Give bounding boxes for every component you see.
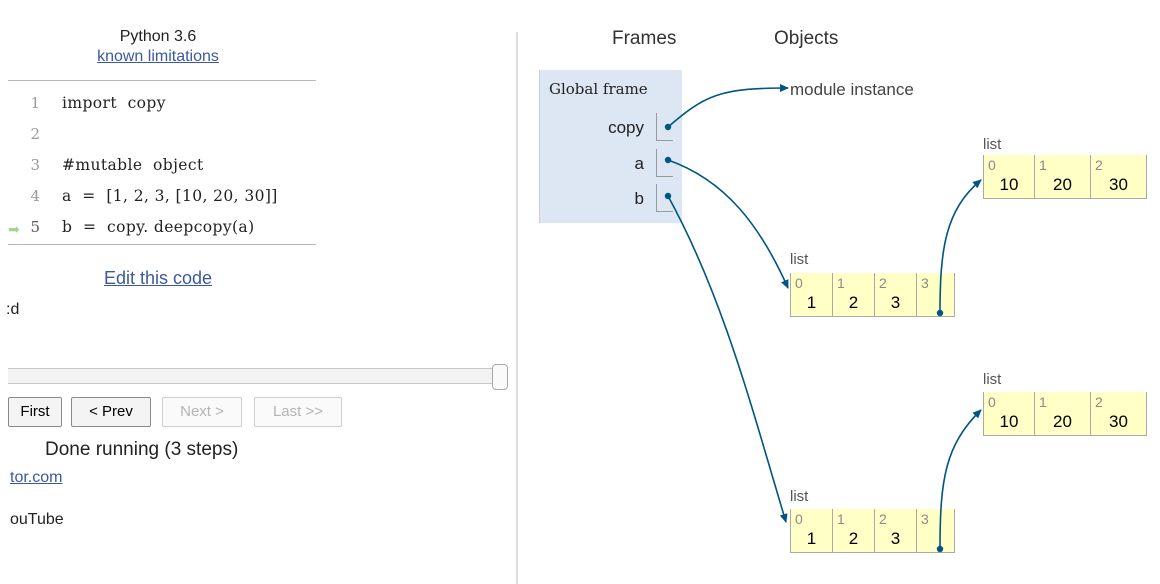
- youtube-text: ouTube: [10, 511, 64, 528]
- list-index: 3: [921, 275, 929, 291]
- var-pointer-box: [656, 149, 673, 177]
- var-name-copy: copy: [608, 118, 644, 137]
- list-index: 0: [988, 394, 996, 410]
- step-slider-track[interactable]: [8, 368, 504, 384]
- list-cell: 3: [917, 273, 955, 317]
- line-number: 4: [30, 187, 40, 205]
- first-button[interactable]: First: [8, 397, 62, 427]
- line-number: 3: [30, 156, 40, 174]
- code-text: import copy: [62, 94, 166, 112]
- list-label: list: [983, 136, 1002, 153]
- frames-heading: Frames: [612, 28, 677, 49]
- list-cell: 3: [917, 509, 955, 553]
- list-value: 30: [1109, 175, 1128, 194]
- known-limitations-link[interactable]: known limitations: [97, 48, 219, 65]
- list-index: 0: [795, 511, 803, 527]
- list-index: 3: [921, 511, 929, 527]
- list-value: 2: [848, 529, 859, 548]
- list-value: 20: [1053, 175, 1072, 194]
- code-top-divider: [8, 80, 316, 81]
- code-text: b = copy. deepcopy(a): [62, 218, 255, 236]
- list-value: 20: [1053, 412, 1072, 431]
- truncated-text: :d: [6, 301, 20, 318]
- var-pointer-box: [656, 113, 673, 141]
- run-status: Done running (3 steps): [45, 439, 239, 460]
- list-cell: 0 10: [983, 155, 1035, 199]
- edit-code-link[interactable]: Edit this code: [103, 268, 213, 288]
- list-index: 1: [1039, 394, 1047, 410]
- list-cell: 1 20: [1035, 392, 1091, 436]
- pointer-arrow-b: [667, 195, 788, 523]
- list-value: 3: [890, 293, 901, 312]
- objects-heading: Objects: [774, 28, 839, 49]
- list-index: 2: [879, 511, 887, 527]
- var-name-a: a: [634, 154, 644, 173]
- list-value: 10: [999, 175, 1019, 194]
- list-label: list: [983, 371, 1002, 388]
- list-cell: 2 30: [1091, 155, 1147, 199]
- code-bottom-divider: [8, 244, 316, 245]
- line-number: 5: [30, 218, 40, 236]
- list-value: 30: [1109, 412, 1128, 431]
- global-frame: [539, 70, 682, 223]
- list-index: 1: [837, 511, 845, 527]
- list-cell: 2 3: [875, 273, 917, 317]
- step-slider-handle[interactable]: [492, 364, 508, 390]
- global-frame-title: Global frame: [549, 80, 648, 98]
- panel-divider[interactable]: [516, 32, 518, 584]
- last-button[interactable]: Last >>: [254, 397, 342, 427]
- code-text: #mutable object: [62, 156, 204, 174]
- current-line-arrow-icon: ➡: [8, 221, 20, 237]
- site-link[interactable]: tor.com: [10, 469, 63, 486]
- pointer-arrow-a: [667, 159, 789, 289]
- list-index: 2: [879, 275, 887, 291]
- list-value: 2: [848, 293, 859, 312]
- list-cell: 2 30: [1091, 392, 1147, 436]
- list-value: 1: [806, 293, 817, 312]
- list-index: 2: [1095, 394, 1103, 410]
- list-value: 3: [890, 529, 901, 548]
- line-number: 1: [30, 94, 40, 112]
- list-cell: 1 2: [833, 273, 875, 317]
- prev-button[interactable]: < Prev: [71, 397, 151, 427]
- list-label: list: [790, 488, 809, 505]
- list-index: 0: [795, 275, 803, 291]
- list-value: 1: [806, 529, 817, 548]
- list-cell: 1 20: [1035, 155, 1091, 199]
- list-index: 2: [1095, 157, 1103, 173]
- list-value: 10: [999, 412, 1019, 431]
- list-index: 0: [988, 157, 996, 173]
- list-cell: 2 3: [875, 509, 917, 553]
- var-pointer-box: [656, 184, 673, 212]
- list-cell: 1 2: [833, 509, 875, 553]
- pointer-arrow-copy: [667, 84, 789, 128]
- list-label: list: [790, 251, 809, 268]
- list-cell: 0 10: [983, 392, 1035, 436]
- next-button[interactable]: Next >: [162, 397, 242, 427]
- code-text: a = [1, 2, 3, [10, 20, 30]]: [62, 187, 278, 205]
- line-number: 2: [30, 125, 40, 143]
- list-index: 1: [1039, 157, 1047, 173]
- var-name-b: b: [634, 189, 644, 208]
- list-cell: 0 1: [790, 509, 833, 553]
- language-title: Python 3.6: [119, 28, 197, 45]
- list-index: 1: [837, 275, 845, 291]
- module-instance-label: module instance: [790, 80, 914, 99]
- list-cell: 0 1: [790, 273, 833, 317]
